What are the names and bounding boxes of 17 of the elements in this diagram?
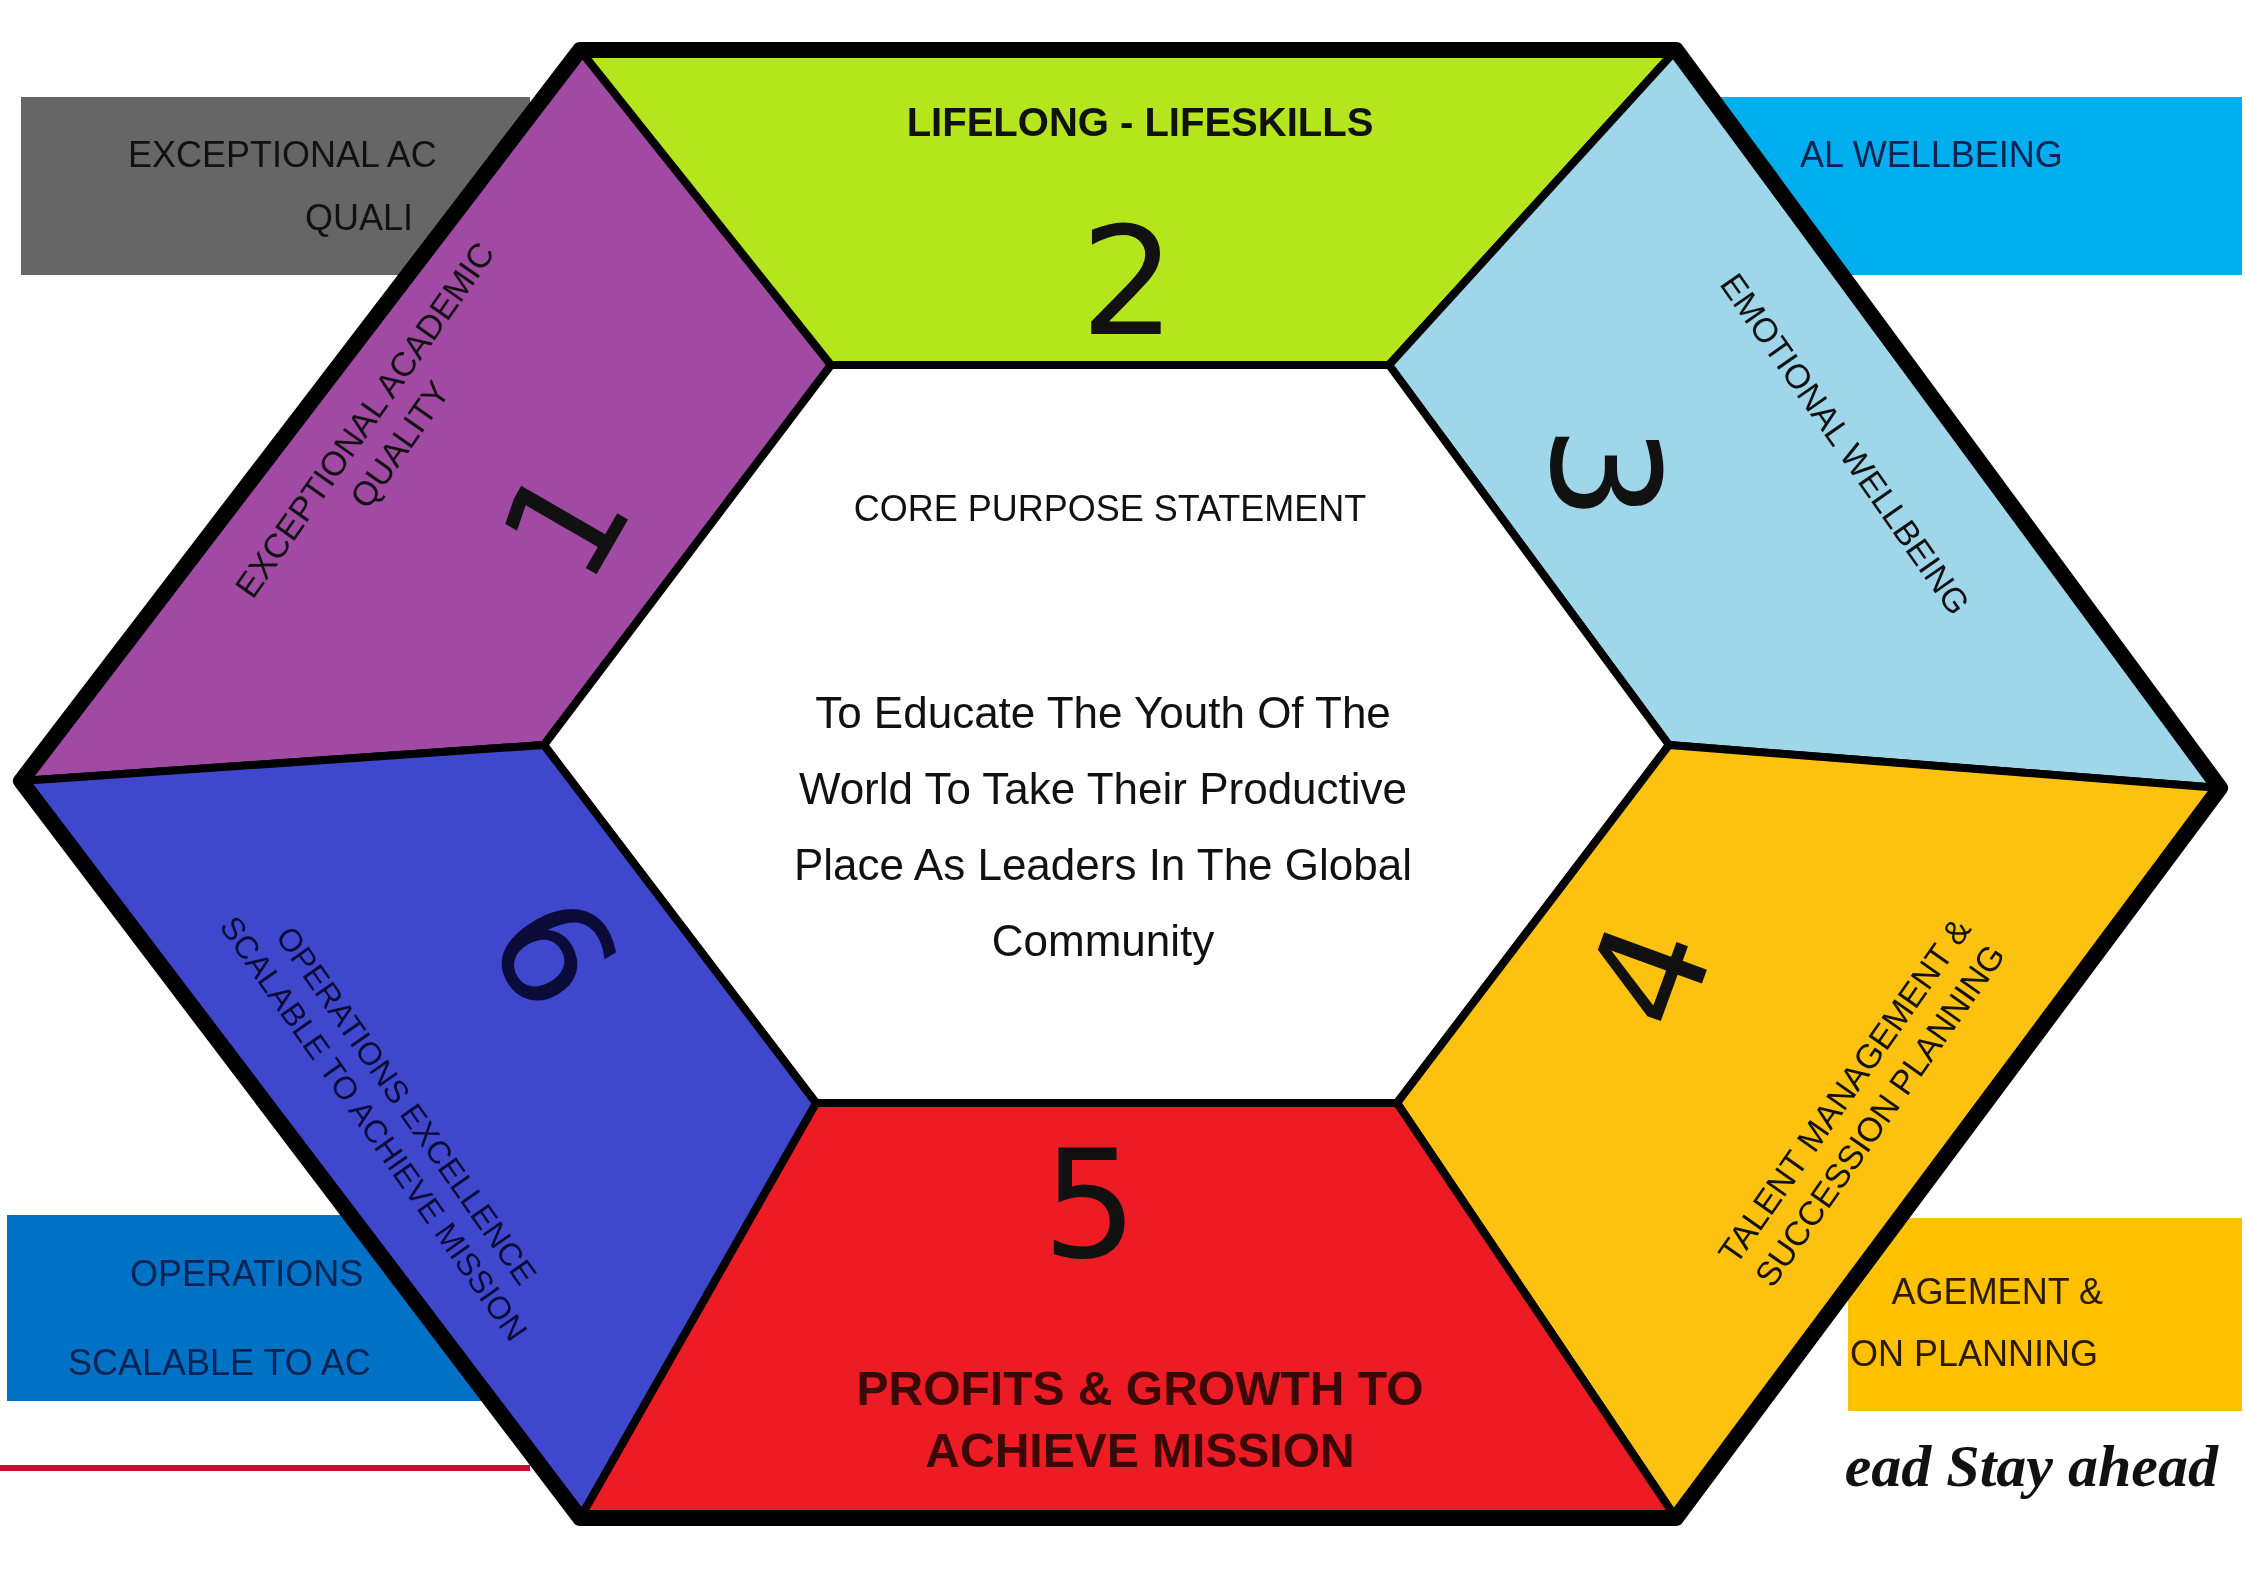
segment-number: 5 bbox=[1042, 1130, 1138, 1280]
segment-number: 4 bbox=[1563, 903, 1737, 1045]
segment-number: 6 bbox=[464, 874, 642, 1032]
banner-text: ON PLANNING bbox=[1849, 1333, 2098, 1375]
banner-text: SCALABLE TO AC bbox=[68, 1342, 371, 1384]
segment-title: LIFELONG - LIFESKILLS bbox=[906, 99, 1374, 146]
segment-title: PROFITS & GROWTH TO ACHIEVE MISSION bbox=[855, 1361, 1425, 1479]
segment-number: 3 bbox=[1529, 425, 1679, 521]
banner-text: OPERATIONS bbox=[130, 1253, 364, 1295]
slogan-text: ead Stay ahead bbox=[1844, 1432, 2218, 1501]
banner-text: QUALI bbox=[305, 197, 414, 239]
statement-heading: CORE PURPOSE STATEMENT bbox=[853, 486, 1367, 531]
segment-number: 1 bbox=[477, 444, 655, 602]
segment-number: 2 bbox=[1080, 207, 1176, 357]
statement-text: To Educate The Youth Of The World To Take Their Productive Place As Leaders In The Global Community bbox=[793, 687, 1413, 967]
banner-text: EXCEPTIONAL AC bbox=[128, 134, 437, 176]
banner-text: AL WELLBEING bbox=[1800, 134, 2063, 176]
